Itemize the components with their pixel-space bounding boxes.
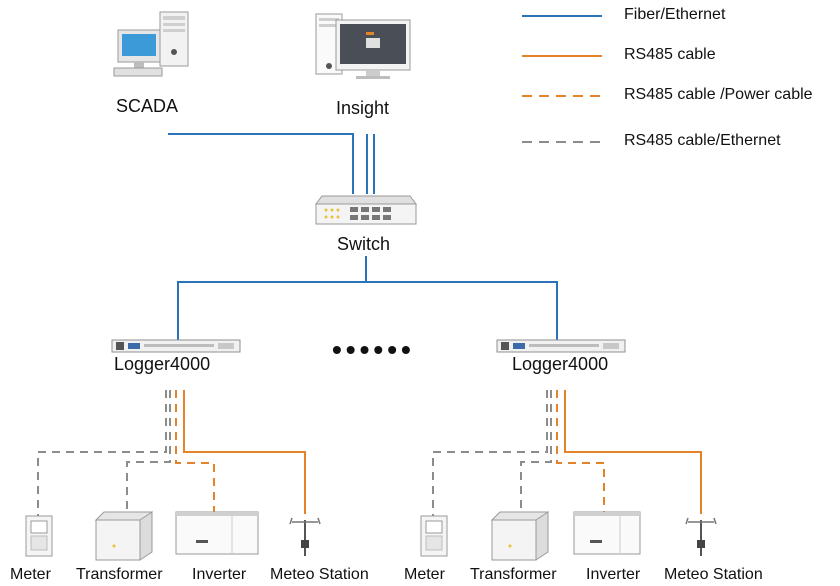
right-transformer-label: Transformer (470, 566, 557, 583)
legend-label-rs485-power: RS485 cable /Power cable (624, 86, 813, 103)
logger-right-icon (496, 339, 626, 353)
switch-label: Switch (337, 234, 391, 254)
left-transformer-link (126, 390, 171, 512)
right-transformer-link (520, 390, 552, 512)
left-meteo-station-icon (289, 517, 321, 556)
left-meter-label: Meter (10, 566, 51, 583)
right-meteo-station-label: Meteo Station (664, 566, 763, 583)
logger-left-label: Logger4000 (114, 354, 211, 374)
right-meter-icon (420, 515, 448, 557)
right-meter-link (432, 390, 548, 516)
insight-label: Insight (336, 98, 390, 118)
left-meteo-link (183, 390, 306, 514)
right-meteo-station-icon (685, 517, 717, 556)
left-inverter-link (175, 390, 215, 512)
left-meter-link (37, 390, 167, 516)
left-inverter-label: Inverter (192, 566, 247, 583)
legend-label-fiber: Fiber/Ethernet (624, 6, 726, 23)
left-inverter-icon (175, 511, 259, 555)
right-inverter-label: Inverter (586, 566, 641, 583)
logger-left-icon (111, 339, 241, 353)
left-transformer-icon (94, 511, 153, 561)
switch-icon (315, 195, 417, 225)
ellipsis-more-loggers: •••••• (332, 334, 415, 365)
insight-computer-icon (315, 13, 411, 79)
legend-label-rs485-ethernet: RS485 cable/Ethernet (624, 132, 781, 149)
right-meteo-link (564, 390, 702, 514)
scada-computer-icon (113, 11, 189, 77)
scada-to-switch-link (168, 133, 354, 194)
legend-label-rs485: RS485 cable (624, 46, 716, 63)
right-inverter-link (556, 390, 605, 512)
logger-right-label: Logger4000 (512, 354, 609, 374)
left-transformer-label: Transformer (76, 566, 163, 583)
right-meter-label: Meter (404, 566, 445, 583)
left-meter-icon (25, 515, 53, 557)
switch-to-loggers-link (177, 256, 558, 340)
scada-label: SCADA (116, 96, 179, 116)
left-meteo-station-label: Meteo Station (270, 566, 369, 583)
right-inverter-icon (573, 511, 641, 555)
right-transformer-icon (490, 511, 549, 561)
